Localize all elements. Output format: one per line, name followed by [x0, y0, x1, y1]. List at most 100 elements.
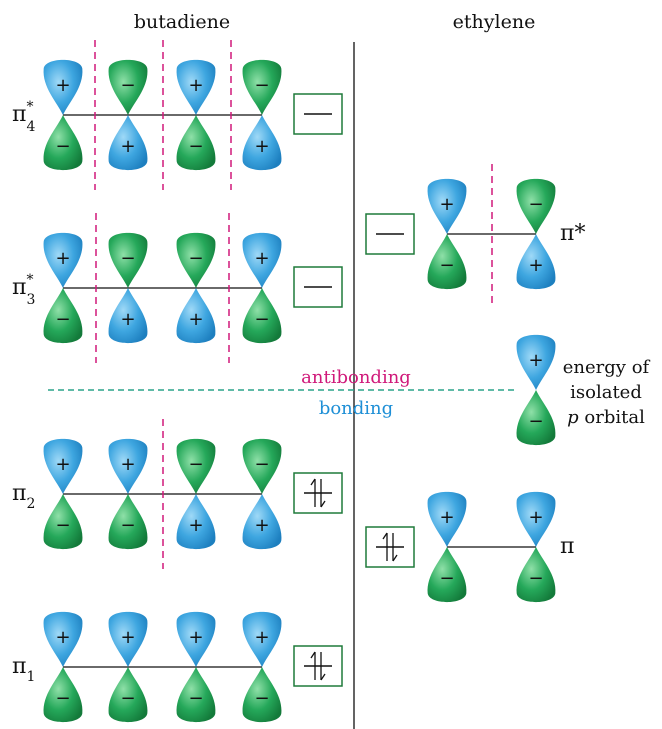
lower-lobe: [516, 234, 556, 290]
upper-lobe-sign: +: [188, 75, 203, 96]
upper-lobe: [108, 611, 148, 667]
lower-lobe: [43, 115, 83, 171]
butadiene-mo-π1: +−+−+−+−π1: [12, 611, 343, 723]
lower-lobe-sign: +: [188, 309, 203, 330]
upper-lobe: [108, 438, 148, 494]
lower-lobe: [43, 667, 83, 723]
lower-lobe-sign: +: [188, 515, 203, 536]
upper-lobe-sign: +: [254, 627, 269, 648]
upper-lobe-sign: −: [188, 248, 203, 269]
upper-lobe: [516, 491, 556, 547]
upper-lobe: [176, 611, 216, 667]
mo-label-pi: π: [12, 481, 26, 506]
mo-label-star: *: [26, 272, 33, 288]
butadiene-p-orbital-1: +−: [43, 232, 83, 344]
spin-down-arrow-head: [320, 673, 326, 681]
upper-lobe: [43, 438, 83, 494]
butadiene-p-orbital-2: +−: [108, 438, 148, 550]
lower-lobe: [43, 288, 83, 344]
mo-label-pi: π: [12, 654, 26, 679]
lower-lobe: [242, 667, 282, 723]
lower-lobe: [176, 667, 216, 723]
butadiene-mo-π3-star: +−−+−++−π*3: [12, 213, 343, 363]
electron-occupancy-box: [293, 472, 343, 514]
lower-lobe: [108, 288, 148, 344]
butadiene-p-orbital-4: +−: [242, 611, 282, 723]
spin-up-arrow-head: [310, 651, 316, 659]
lower-lobe: [516, 390, 556, 446]
lower-lobe: [176, 494, 216, 550]
upper-lobe: [427, 491, 467, 547]
upper-lobe: [242, 59, 282, 115]
isolated-caption-line1: energy of: [563, 357, 651, 378]
ethylene-header: ethylene: [453, 11, 536, 33]
butadiene-p-orbital-3: −+: [176, 232, 216, 344]
upper-lobe-sign: +: [120, 627, 135, 648]
mo-level-label: π*3: [12, 272, 35, 308]
upper-lobe: [108, 232, 148, 288]
electron-occupancy-box: [293, 645, 343, 687]
isolated-orbital-caption: energy of isolated p orbital: [563, 357, 651, 428]
upper-lobe: [242, 232, 282, 288]
upper-lobe-sign: +: [528, 350, 543, 371]
lower-lobe: [516, 547, 556, 603]
butadiene-p-orbital-1: +−: [43, 611, 83, 723]
lower-lobe: [427, 234, 467, 290]
spin-down-arrow-head: [320, 500, 326, 508]
butadiene-p-orbital-4: +−: [242, 232, 282, 344]
lower-lobe: [108, 494, 148, 550]
lower-lobe-sign: −: [439, 568, 454, 589]
mo-label-star: *: [26, 99, 33, 115]
upper-lobe-sign: +: [55, 75, 70, 96]
antibonding-label: antibonding: [301, 367, 411, 388]
butadiene-p-orbital-4: −+: [242, 59, 282, 171]
electron-occupancy-box: [293, 266, 343, 308]
lower-lobe-sign: +: [120, 136, 135, 157]
upper-lobe-sign: +: [55, 454, 70, 475]
butadiene-p-orbital-4: −+: [242, 438, 282, 550]
lower-lobe-sign: +: [120, 309, 135, 330]
mo-label-pi: π: [12, 275, 26, 300]
upper-lobe-sign: +: [439, 507, 454, 528]
spin-up-arrow-head: [310, 478, 316, 486]
lower-lobe-sign: −: [55, 688, 70, 709]
mo-label-index: 4: [26, 119, 35, 135]
lower-lobe-sign: −: [120, 688, 135, 709]
mo-level-label: π1: [12, 654, 35, 685]
lower-lobe-sign: −: [188, 688, 203, 709]
mo-level-label: π*: [560, 221, 585, 246]
upper-lobe: [427, 178, 467, 234]
upper-lobe: [43, 611, 83, 667]
bonding-label: bonding: [319, 398, 393, 419]
lower-lobe: [242, 115, 282, 171]
upper-lobe: [516, 334, 556, 390]
lower-lobe-sign: +: [254, 515, 269, 536]
electron-occupancy-box: [365, 526, 415, 568]
isolated-caption-line3: p orbital: [567, 407, 645, 428]
mo-label-index: 2: [26, 496, 35, 512]
upper-lobe: [43, 232, 83, 288]
ethylene-mo-pi-star: +−−+π*: [365, 164, 585, 306]
isolated-p-orbital: +−: [516, 334, 556, 446]
ethylene-mo-pi: +−+−π: [365, 491, 574, 603]
ethylene-p-orbital-1: +−: [427, 178, 467, 290]
upper-lobe: [176, 438, 216, 494]
lower-lobe: [242, 494, 282, 550]
lower-lobe-sign: +: [254, 136, 269, 157]
lower-lobe: [108, 667, 148, 723]
butadiene-p-orbital-1: +−: [43, 59, 83, 171]
butadiene-p-orbital-3: +−: [176, 611, 216, 723]
butadiene-p-orbital-2: +−: [108, 611, 148, 723]
butadiene-p-orbital-3: +−: [176, 59, 216, 171]
upper-lobe-sign: −: [254, 75, 269, 96]
upper-lobe-sign: +: [528, 507, 543, 528]
ethylene-p-orbital-1: +−: [427, 491, 467, 603]
isolated-caption-line2: isolated: [570, 382, 642, 403]
butadiene-mo-π2: +−+−−+−+π2: [12, 419, 343, 569]
upper-lobe-sign: +: [439, 194, 454, 215]
spin-down-arrow-head: [392, 554, 398, 562]
spin-up-arrow-head: [382, 532, 388, 540]
isolated-caption-rest: orbital: [579, 407, 645, 428]
upper-lobe-sign: +: [55, 248, 70, 269]
